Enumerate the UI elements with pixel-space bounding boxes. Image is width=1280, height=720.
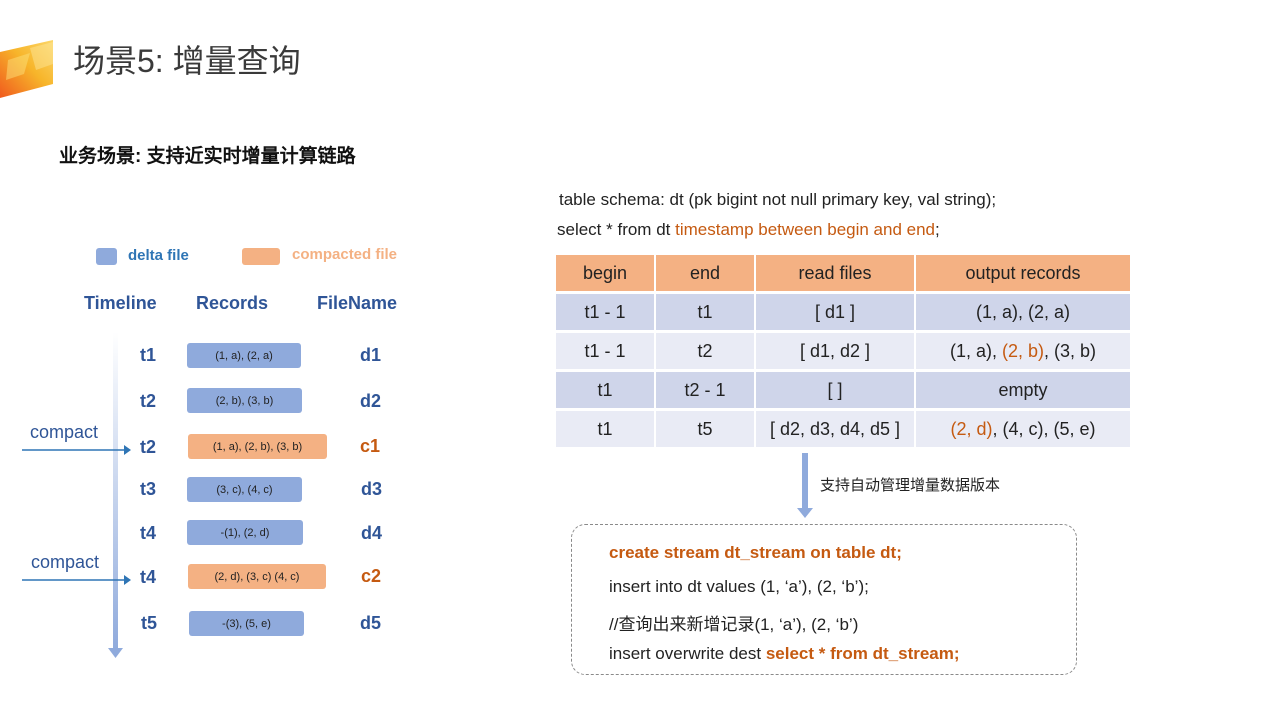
subtitle: 业务场景: 支持近实时增量计算链路 [59,146,356,167]
file-name-d5: d5 [360,613,382,633]
output-highlight: (2, d) [950,418,993,439]
cell-begin: t1 [556,370,656,410]
file-name-d4: d4 [361,523,383,543]
legend-delta-label: delta file [128,247,189,264]
code-create-stream: create stream dt_stream on table dt; [609,543,902,562]
cell-files: [ d1 ] [755,292,916,332]
compact-label-2: compact [31,552,100,572]
cell-end: t1 [655,292,756,332]
table-row: t1 t2 - 1 [ ] empty [556,370,1132,410]
cell-files: [ ] [755,370,916,410]
output-text-post: , (4, c), (5, e) [992,418,1096,439]
code-line-3: //查询出来新增记录(1, ‘a’), (2, ‘b’) [609,615,859,634]
legend-delta-swatch [96,248,117,265]
cell-end: t2 [655,331,756,371]
header-read-files: read files [755,255,916,293]
cell-output: (1, a), (2, a) [915,292,1132,332]
cell-output: (2, d), (4, c), (5, e) [915,409,1132,449]
code-line-2: insert into dt values (1, ‘a’), (2, ‘b’)… [609,577,869,596]
cell-files: [ d1, d2 ] [755,331,916,371]
time-label-t2-compact: t2 [140,437,157,457]
cell-end: t5 [655,409,756,449]
select-line: select * from dt timestamp between begin… [557,220,940,240]
records-header: Records [196,293,269,313]
record-box-d1: (1, a), (2, a) [187,343,301,368]
result-table: begin end read files output records t1 -… [556,255,1132,450]
table-row: t1 t5 [ d2, d3, d4, d5 ] (2, d), (4, c),… [556,409,1132,449]
time-label-t4-compact: t4 [140,567,157,587]
output-text: (1, a), (2, a) [975,301,1071,322]
time-label-t5: t5 [141,613,158,633]
record-box-d5: -(3), (5, e) [189,611,304,636]
output-text: empty [998,379,1048,400]
record-box-c1: (1, a), (2, b), (3, b) [188,434,327,459]
page-title: 场景5: 增量查询 [73,43,301,79]
compact-label-1: compact [30,422,99,442]
file-name-d1: d1 [360,345,382,365]
file-name-d2: d2 [360,391,382,411]
legend-compacted-swatch [242,248,280,265]
arrow-label: 支持自动管理增量数据版本 [820,477,1001,494]
timeline-line [113,332,118,652]
file-name-d3: d3 [361,479,383,499]
code-box [571,524,1077,675]
timeline-header: Timeline [84,293,157,313]
header-end: end [655,255,756,293]
output-text-post: , (3, b) [1044,340,1097,361]
timeline-arrows [22,332,131,658]
cell-end: t2 - 1 [655,370,756,410]
cell-output: empty [915,370,1132,410]
output-text: (1, a), [949,340,1002,361]
code-insert: insert overwrite dest [609,644,766,663]
select-prefix: select * from dt [557,220,676,239]
record-box-d4: -(1), (2, d) [187,520,303,545]
select-highlight: timestamp between begin and end [675,220,936,239]
cell-output: (1, a), (2, b), (3, b) [915,331,1132,371]
time-label-t3: t3 [140,479,157,499]
code-line-4: insert overwrite dest select * from dt_s… [609,644,960,664]
header-output-records: output records [915,255,1132,293]
record-box-d2: (2, b), (3, b) [187,388,302,413]
time-label-t1: t1 [140,345,157,365]
output-highlight: (2, b) [1001,340,1044,361]
file-name-c2: c2 [361,566,382,586]
logo-icon [0,40,53,98]
table-row: t1 - 1 t1 [ d1 ] (1, a), (2, a) [556,292,1132,332]
table-header-row: begin end read files output records [556,255,1132,293]
cell-files: [ d2, d3, d4, d5 ] [755,409,916,449]
timeline-arrowhead [108,648,123,658]
down-arrow [797,453,813,518]
filename-header: FileName [317,293,398,313]
schema-line: table schema: dt (pk bigint not null pri… [559,190,997,209]
code-line-1: create stream dt_stream on table dt; [609,543,902,563]
code-select-stream: select * from dt_stream; [765,644,960,663]
cell-begin: t1 - 1 [556,292,656,332]
record-box-d3: (3, c), (4, c) [187,477,302,502]
cell-begin: t1 [556,409,656,449]
time-label-t4: t4 [140,523,157,543]
header-begin: begin [556,255,656,293]
file-name-c1: c1 [360,436,381,456]
time-label-t2: t2 [140,391,157,411]
cell-begin: t1 - 1 [556,331,656,371]
record-box-c2: (2, d), (3, c) (4, c) [188,564,326,589]
table-row: t1 - 1 t2 [ d1, d2 ] (1, a), (2, b), (3,… [556,331,1132,371]
select-suffix: ; [935,220,940,239]
legend-compacted-label: compacted file [292,246,398,263]
